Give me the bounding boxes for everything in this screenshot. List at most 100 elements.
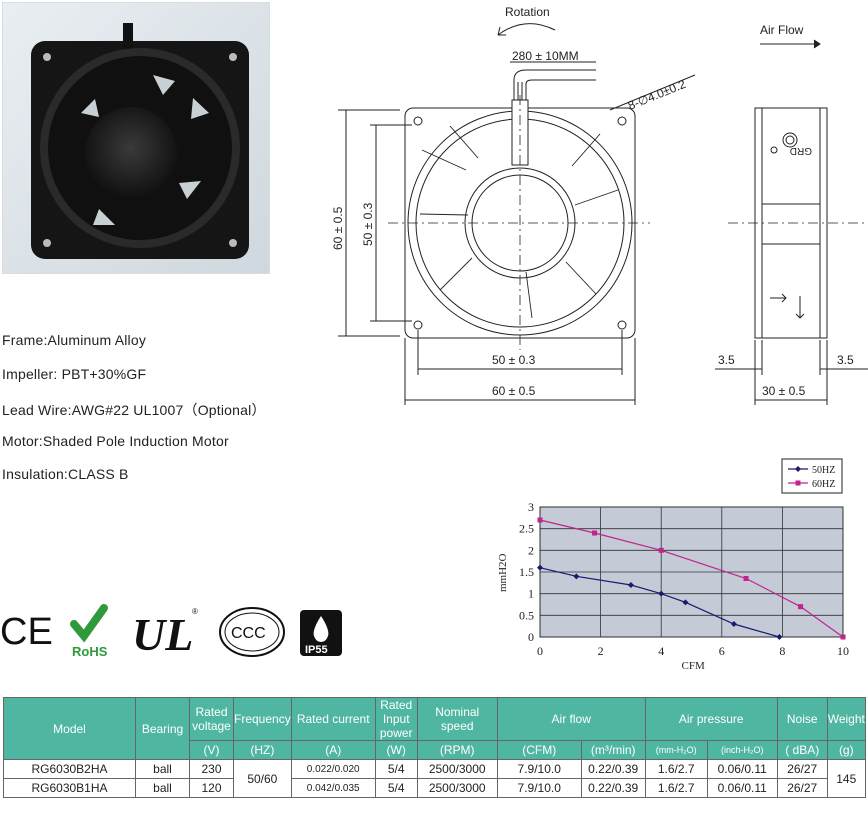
data-point: [730, 621, 737, 627]
cell-weight: 145: [826, 759, 866, 798]
svg-text:®: ®: [192, 607, 198, 616]
col-frequency: Frequency: [233, 697, 292, 741]
cell-mmh2o: 1.6/2.7: [644, 778, 708, 798]
cell-bearing: ball: [135, 778, 190, 798]
data-point: [682, 599, 689, 606]
chart-legend: 50HZ 60HZ: [781, 458, 843, 494]
spec-impeller: Impeller: PBT+30%GF: [2, 366, 147, 382]
cell-model: RG6030B2HA: [3, 759, 136, 779]
rohs-icon: RoHS: [70, 604, 108, 659]
cell-bearing: ball: [135, 759, 190, 779]
cell-current: 0.042/0.035: [290, 778, 376, 798]
data-point: [658, 547, 664, 553]
rotation-label: Rotation: [505, 5, 550, 19]
unit-mmh2o: (mm-H₂O): [644, 740, 708, 760]
grd-mark: GRD: [790, 145, 812, 156]
col-current: Rated current: [290, 697, 376, 741]
data-point: [537, 517, 543, 523]
col-airflow: Air flow: [496, 697, 646, 741]
fan-photo-illustration: [31, 23, 249, 259]
product-photo: [2, 2, 270, 274]
cell-model: RG6030B1HA: [3, 778, 136, 798]
cell-inchh2o: 0.06/0.11: [706, 778, 778, 798]
unit-speed: (RPM): [416, 740, 498, 760]
chart-x-label: CFM: [682, 660, 705, 672]
cell-frequency: 50/60: [233, 759, 292, 798]
ip55-icon: IP55: [300, 610, 342, 656]
col-noise: Noise: [776, 697, 828, 741]
legend-label: 60HZ: [812, 479, 835, 490]
svg-text:CCC: CCC: [231, 625, 266, 642]
cell-current: 0.022/0.020: [290, 759, 376, 779]
x-tick-label: 4: [658, 644, 664, 658]
spec-frame: Frame:Aluminum Alloy: [2, 332, 147, 348]
x-tick-label: 2: [598, 644, 604, 658]
col-weight: Weight: [826, 697, 866, 741]
spec-insulation: Insulation:CLASS B: [2, 466, 129, 482]
svg-text:UL: UL: [132, 609, 193, 660]
data-point: [840, 634, 846, 640]
svg-text:IP55: IP55: [305, 644, 328, 656]
unit-inchh2o: (inch-H₂O): [706, 740, 778, 760]
legend-label: 50HZ: [812, 465, 835, 476]
x-tick-label: 8: [779, 644, 785, 658]
cell-inchh2o: 0.06/0.11: [706, 759, 778, 779]
cell-mmh2o: 1.6/2.7: [644, 759, 708, 779]
data-point: [658, 590, 665, 597]
x-tick-label: 10: [837, 644, 849, 658]
unit-m3: (m³/min): [580, 740, 646, 760]
spec-motor: Motor:Shaded Pole Induction Motor: [2, 433, 229, 449]
ul-mark-icon: UL ®: [132, 607, 198, 660]
y-tick-label: 0.5: [519, 608, 534, 622]
data-point: [592, 530, 598, 536]
unit-voltage: (V): [189, 740, 234, 760]
data-point: [537, 564, 543, 571]
col-bearing: Bearing: [135, 697, 190, 760]
y-tick-label: 2: [528, 543, 534, 557]
y-tick-label: 3: [528, 500, 534, 514]
cell-cfm: 7.9/10.0: [496, 759, 582, 779]
technical-drawing: Rotation Air Flow 280 ± 10MM 8-∅4.0±0.2 …: [331, 5, 868, 405]
legend-marker: [795, 466, 801, 472]
series-line-60HZ: [539, 519, 844, 638]
unit-cfm: (CFM): [496, 740, 582, 760]
svg-text:RoHS: RoHS: [72, 644, 108, 659]
cell-noise: 26/27: [776, 759, 828, 779]
y-tick-label: 0: [528, 630, 534, 644]
spec-table: Model Bearing Rated voltage Frequency Ra…: [3, 697, 866, 798]
cell-power: 5/4: [374, 778, 418, 798]
height-outer-dim: 60 ± 0.5: [331, 206, 345, 250]
width-outer-dim: 60 ± 0.5: [492, 384, 536, 398]
y-tick-label: 1.5: [519, 565, 534, 579]
cell-cfm: 7.9/10.0: [496, 778, 582, 798]
x-tick-label: 0: [537, 644, 543, 658]
x-tick-label: 6: [719, 644, 725, 658]
data-point: [627, 582, 634, 588]
ce-mark-icon: CE: [0, 611, 53, 653]
width-inner-dim: 50 ± 0.3: [492, 353, 536, 367]
spec-lead-wire: Lead Wire:AWG#22 UL1007（Optional）: [2, 402, 266, 418]
depth-dim: 30 ± 0.5: [762, 384, 806, 398]
cell-voltage: 230: [189, 759, 234, 779]
unit-frequency: (HZ): [233, 740, 292, 760]
unit-noise: ( dBA): [776, 740, 828, 760]
y-tick-label: 1: [528, 587, 534, 601]
hole-spec-dim: 8-∅4.0±0.2: [626, 77, 688, 113]
col-pressure: Air pressure: [644, 697, 778, 741]
unit-weight: (g): [826, 740, 866, 760]
col-model: Model: [3, 697, 136, 760]
flange-right-dim: 3.5: [837, 353, 854, 367]
chart-y-label: mmH2O: [497, 553, 509, 592]
cell-speed: 2500/3000: [416, 778, 498, 798]
airflow-label: Air Flow: [760, 23, 804, 37]
ccc-mark-icon: CCC: [219, 607, 285, 657]
col-voltage: Rated voltage: [189, 697, 234, 741]
cell-power: 5/4: [374, 759, 418, 779]
data-point: [573, 573, 580, 580]
lead-length-dim: 280 ± 10MM: [512, 49, 579, 63]
cell-m3: 0.22/0.39: [580, 778, 646, 798]
table-row: RG6030B1HA ball 120 0.042/0.035 5/4 2500…: [3, 778, 866, 798]
certification-logos: CE RoHS UL ® CCC IP55: [0, 604, 342, 660]
cell-voltage: 120: [189, 778, 234, 798]
